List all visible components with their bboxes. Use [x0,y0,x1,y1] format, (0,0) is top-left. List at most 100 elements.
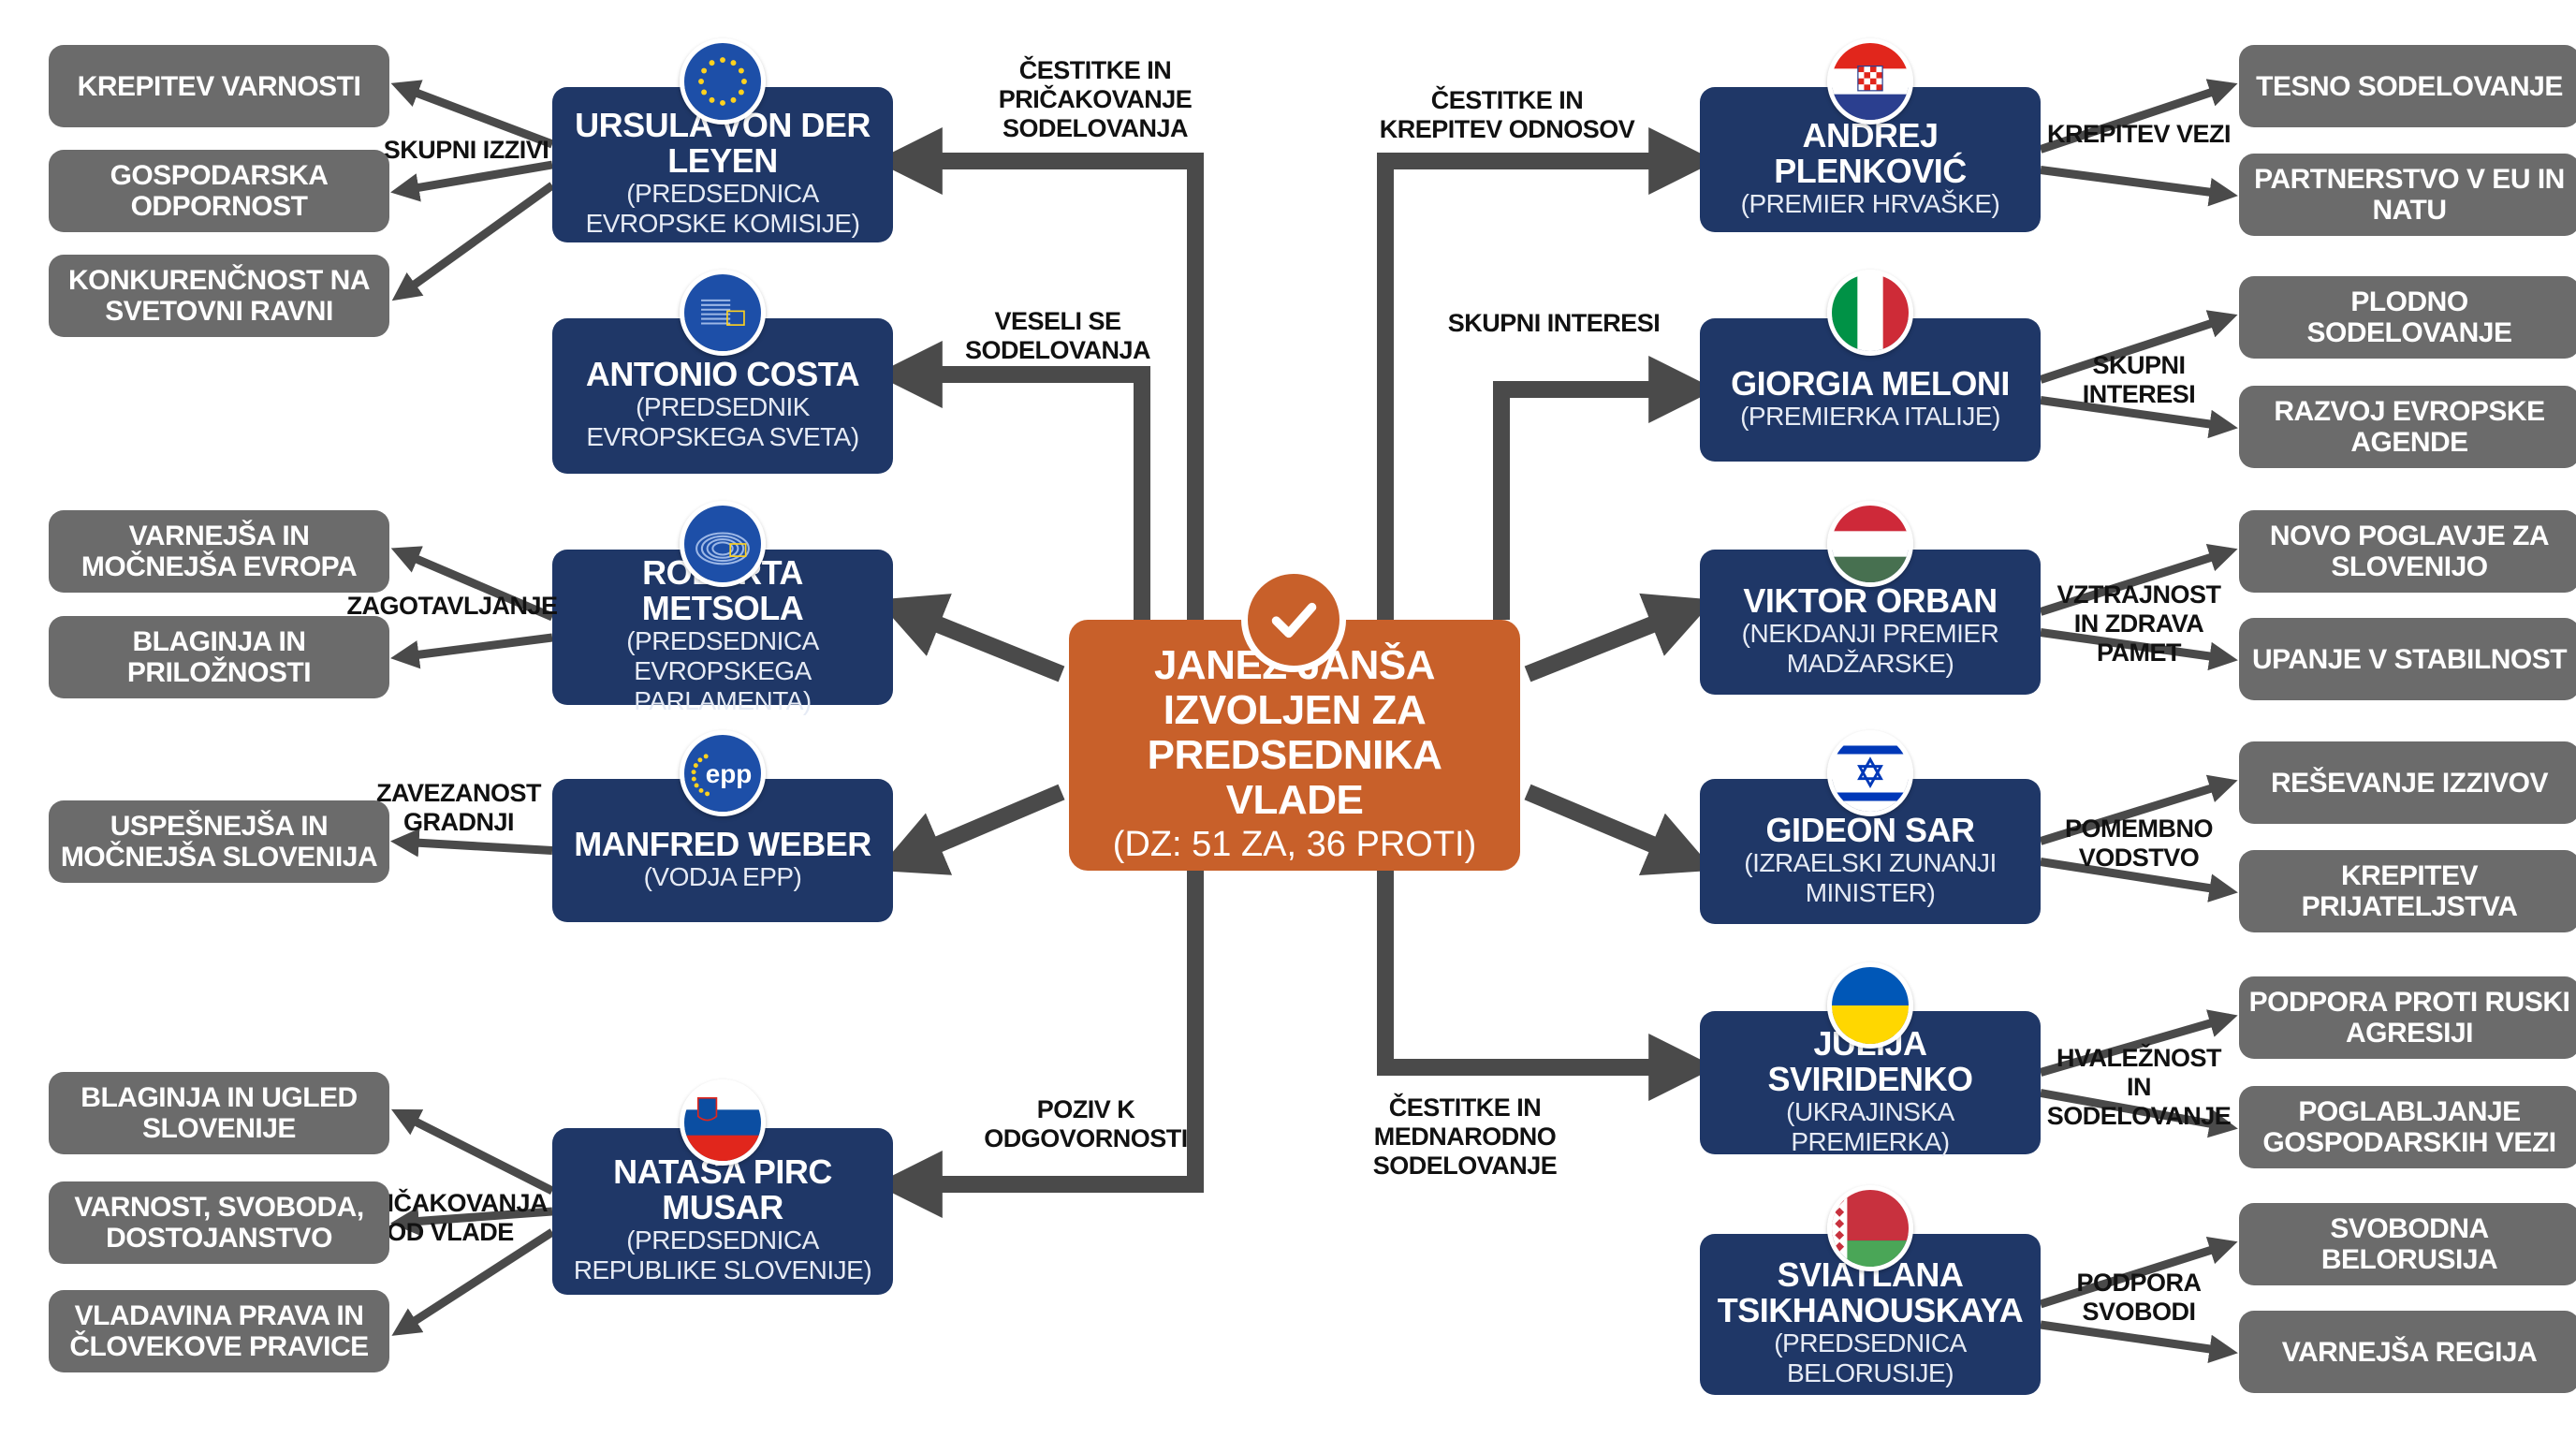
outcome-box: GOSPODARSKA ODPORNOST [49,150,389,232]
person-role: (PREDSEDNICA BELORUSIJE) [1774,1328,1967,1387]
connection-label-plenkovic: ČESTITKE IN KREPITEV ODNOSOV [1379,86,1635,143]
outcome-box: NOVO POGLAVJE ZA SLOVENIJO [2239,510,2576,593]
connection-label-costa: VESELI SE SODELOVANJA [964,307,1151,364]
outcome-theme-meloni: SKUPNI INTERESI [2082,351,2196,408]
person-role: (VODJA EPP) [643,861,802,891]
outcome-connector [391,182,555,301]
outcome-box: VLADAVINA PRAVA IN ČLOVEKOVE PRAVICE [49,1290,389,1372]
connector-sviridenko [1377,871,1717,1101]
outcome-theme-metsola: ZAGOTAVLJANJE [346,592,558,620]
central-vote-result: (DZ: 51 ZA, 36 PROTI) [1112,825,1477,864]
ukraine-flag-icon [1827,962,1913,1049]
outcome-theme-plenkovic: KREPITEV VEZI [2046,120,2232,148]
outcome-box: RAZVOJ EVROPSKE AGENDE [2239,386,2576,468]
outcome-box: VARNEJŠA IN MOČNEJŠA EVROPA [49,510,389,593]
outcome-connector [2039,1236,2238,1309]
outcome-connector [390,1108,555,1196]
outcome-connector [390,160,553,202]
croatia-flag-icon [1827,38,1913,125]
person-role: (UKRAJINSKA PREMIERKA) [1786,1096,1954,1156]
outcome-connector [390,1207,553,1236]
connector-pirc [874,871,1204,1218]
connector-orban [1524,593,1715,682]
person-role: (PREMIER HRVAŠKE) [1740,188,2000,218]
person-card-pirc: NATAŠA PIRC MUSAR(PREDSEDNICA REPUBLIKE … [552,1128,893,1295]
outcome-box: TESNO SODELOVANJE [2239,45,2576,127]
outcome-theme-tsikhanouskaya: PODPORA SVOBODI [2076,1269,2202,1326]
outcome-connector [2040,858,2238,902]
connector-vdl [874,127,1204,620]
outcome-connector [391,1228,555,1336]
connection-label-sviridenko: ČESTITKE IN MEDNARODNO SODELOVANJE [1372,1093,1558,1180]
connection-label-vdl: ČESTITKE IN PRIČAKOVANJE SODELOVANJA [998,56,1193,142]
outcome-box: POGLABLJANJE GOSPODARSKIH VEZI [2239,1086,2576,1168]
italy-flag-icon [1827,270,1913,356]
slovenia-flag-icon [680,1079,766,1166]
person-card-meloni: GIORGIA MELONI(PREMIERKA ITALIJE) [1700,318,2041,462]
connector-metsola [876,594,1065,682]
outcome-connector [2039,79,2238,154]
person-role: (PREDSEDNICA EVROPSKEGA PARLAMENTA) [626,626,819,715]
outcome-box: BLAGINJA IN UGLED SLOVENIJE [49,1072,389,1154]
outcome-box: UPANJE V STABILNOST [2239,618,2576,700]
connector-sar [1524,784,1715,876]
outcome-connector [2039,774,2238,845]
person-name: ANTONIO COSTA [585,355,860,393]
outcome-connector [2040,1089,2238,1138]
outcome-connector [390,633,553,669]
person-name: GIORGIA MELONI [1731,363,2010,403]
outcome-connector [2040,166,2238,207]
belarus-flag-icon [1827,1185,1913,1271]
outcome-theme-sar: POMEMBNO VODSTVO [2065,814,2214,872]
connector-meloni [1493,356,1717,620]
person-role: (NEKDANJI PREMIER MADŽARSKE) [1741,618,1999,678]
outcome-box: BLAGINJA IN PRILOŽNOSTI [49,616,389,698]
checkmark-icon [1241,567,1346,672]
person-card-metsola: ROBERTA METSOLA(PREDSEDNICA EVROPSKEGA P… [552,550,893,715]
person-role: (IZRAELSKI ZUNANJI MINISTER) [1744,847,1997,907]
outcome-connector [390,546,554,622]
connector-costa [874,341,1150,620]
european-parliament-icon [680,501,766,587]
person-card-weber: MANFRED WEBER(VODJA EPP) [552,779,893,922]
outcome-connector [2040,396,2238,439]
outcome-box: REŠEVANJE IZZIVOV [2239,741,2576,824]
connector-weber [876,784,1065,875]
person-name: MANFRED WEBER [574,824,871,863]
person-name: URSULA VON DER LEYEN [575,106,871,180]
outcome-theme-sviridenko: HVALEŽNOST IN SODELOVANJE [2046,1044,2232,1130]
hungary-flag-icon [1827,501,1913,587]
epp-logo-icon: epp [680,730,766,816]
outcome-connector [2039,543,2238,616]
outcome-connector [390,828,553,858]
person-role: (PREDSEDNICA EVROPSKE KOMISIJE) [585,179,860,238]
eu-flag-icon [680,38,766,125]
person-name: NATAŠA PIRC MUSAR [613,1152,832,1226]
connection-label-pirc: POZIV K ODGOVORNOSTI [984,1095,1188,1152]
outcome-theme-vdl: SKUPNI IZZIVI [383,136,549,164]
outcome-box: KREPITEV PRIJATELJSTVA [2239,850,2576,932]
person-role: (PREDSEDNIK EVROPSKEGA SVETA) [586,392,859,451]
outcome-theme-weber: ZAVEZANOST GRADNJI [376,779,542,836]
outcome-box: PARTNERSTVO V EU IN NATU [2239,154,2576,236]
outcome-box: KREPITEV VARNOSTI [49,45,389,127]
outcome-connector [2040,1320,2238,1364]
person-name: GIDEON SAR [1765,810,1975,849]
european-council-icon [680,270,766,356]
central-title-line: IZVOLJEN ZA [1163,687,1427,733]
outcome-box: VARNEJŠA REGIJA [2239,1311,2576,1393]
epp-logo-text: epp [706,759,753,788]
person-role: (PREDSEDNICA REPUBLIKE SLOVENIJE) [573,1225,872,1284]
outcome-box: USPEŠNEJŠA IN MOČNEJŠA SLOVENIJA [49,800,389,883]
connection-label-meloni: SKUPNI INTERESI [1447,309,1661,337]
person-name: VIKTOR ORBAN [1743,580,1998,620]
outcome-box: VARNOST, SVOBODA, DOSTOJANSTVO [49,1181,389,1264]
outcome-connector [390,80,554,149]
person-card-orban: VIKTOR ORBAN(NEKDANJI PREMIER MADŽARSKE) [1700,550,2041,695]
central-title-line: PREDSEDNIKA VLADE [1147,732,1442,823]
outcome-box: PODPORA PROTI RUSKI AGRESIJI [2239,976,2576,1059]
outcome-connector [2039,310,2238,384]
israel-flag-icon [1827,730,1913,816]
outcome-box: SVOBODNA BELORUSIJA [2239,1203,2576,1285]
